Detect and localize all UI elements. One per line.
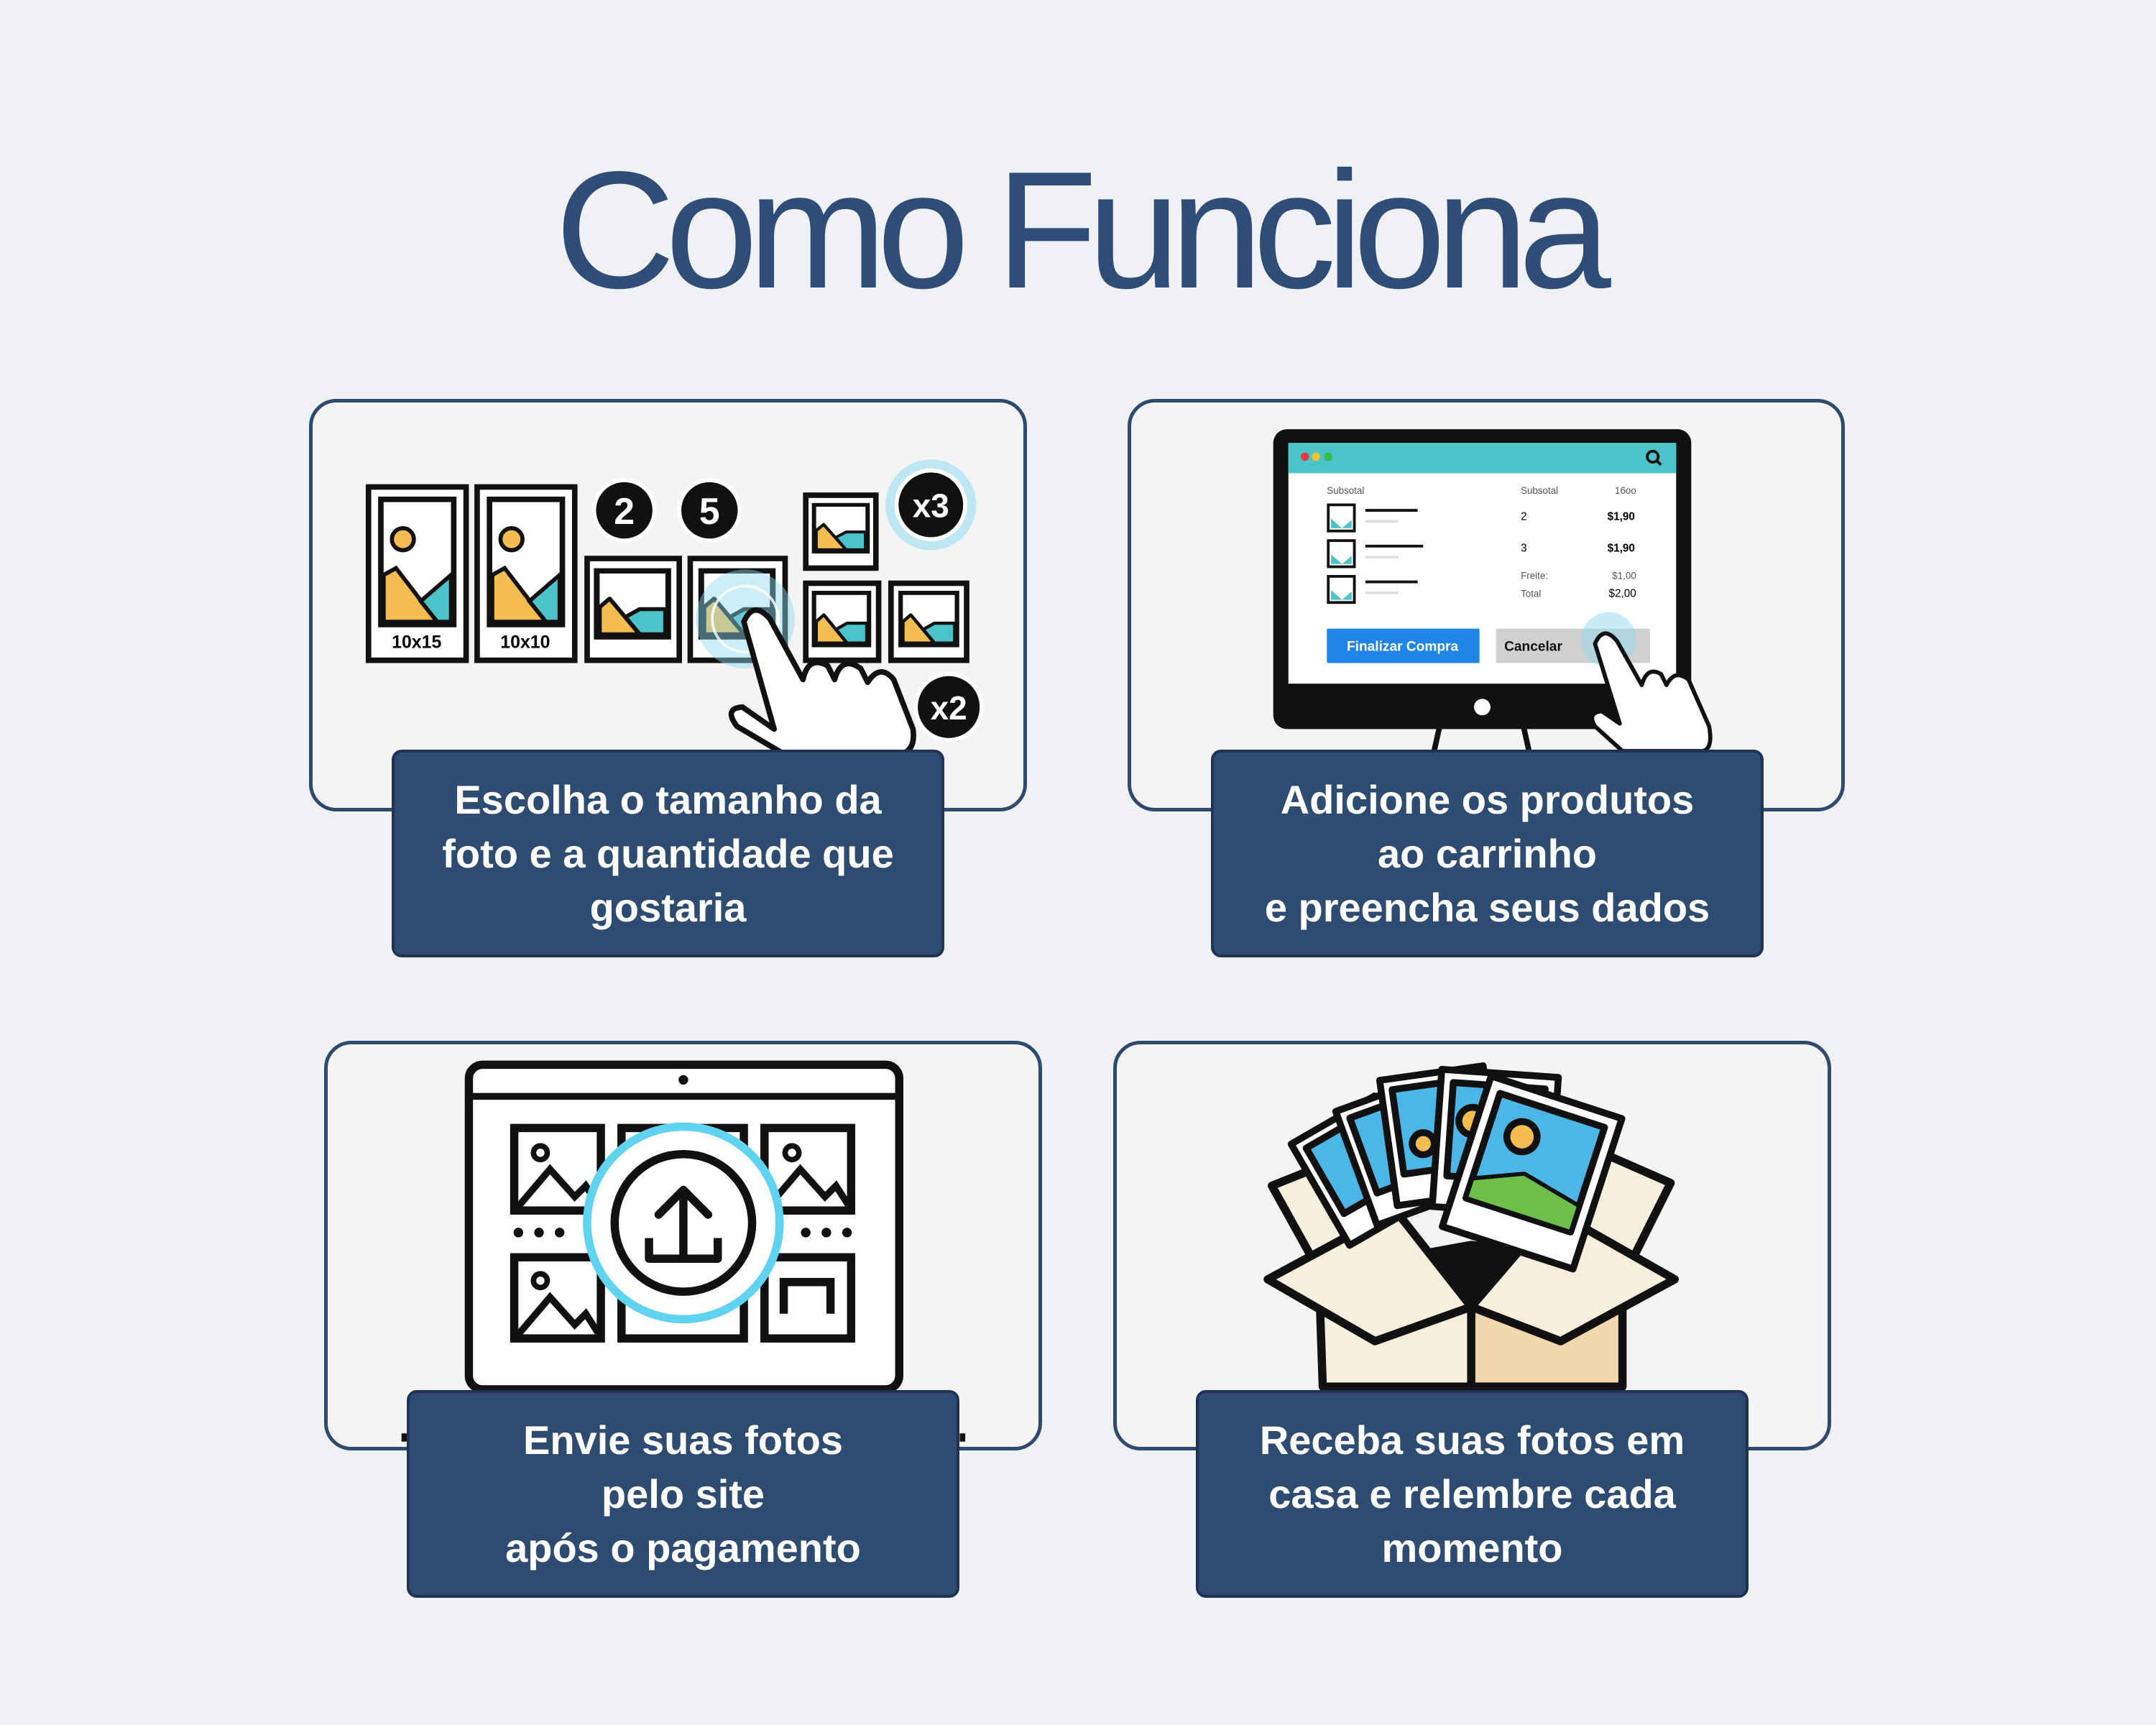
- finalize-purchase-button[interactable]: Finalizar Compra: [1327, 628, 1480, 663]
- label-line: gostaria: [589, 885, 747, 930]
- label-line: casa e relembre cada: [1268, 1471, 1676, 1517]
- label-line: foto e a quantidade que: [442, 831, 894, 876]
- step3-illustration: [401, 1060, 966, 1442]
- step-label-upload-photos: Envie suas fotos pelo site após o pagame…: [407, 1390, 959, 1598]
- quantity-badge: 2: [614, 490, 635, 532]
- label-line: após o pagamento: [505, 1525, 861, 1570]
- step-label-choose-size: Escolha o tamanho da foto e a quantidade…: [392, 750, 944, 957]
- total-label: Total: [1521, 589, 1541, 599]
- shipping-label: Freite:: [1521, 571, 1548, 581]
- step-label-add-to-cart: Adicione os produtos ao carrinho e preen…: [1211, 750, 1764, 957]
- cart-header: 16oo: [1615, 485, 1636, 496]
- page-title: Como Funciona: [555, 137, 1611, 323]
- item-price: $1,90: [1608, 510, 1635, 523]
- label-line: Envie suas fotos: [522, 1417, 844, 1463]
- step1-illustration: 10x15 10x10 2 5 x3 x2: [365, 459, 984, 757]
- label-line: momento: [1381, 1525, 1563, 1570]
- photo-icon: 10x15: [365, 484, 469, 663]
- cart-header: Subsotal: [1327, 485, 1364, 496]
- upload-icon[interactable]: [583, 1122, 784, 1324]
- label-line: Adicione os produtos: [1280, 777, 1695, 822]
- search-icon[interactable]: [1646, 449, 1662, 466]
- button-label: Finalizar Compra: [1347, 639, 1458, 654]
- label-line: pelo site: [601, 1471, 765, 1517]
- photo-icon: 10x10: [474, 484, 578, 663]
- size-label: 10x10: [500, 632, 550, 652]
- size-label: 10x15: [392, 632, 441, 652]
- total-value: $2,00: [1609, 588, 1636, 600]
- label-line: Escolha o tamanho da: [454, 777, 882, 822]
- shipping-value: $1,00: [1612, 571, 1636, 581]
- step4-illustration: [1263, 1062, 1680, 1391]
- label-line: Receba suas fotos em: [1259, 1417, 1685, 1463]
- quantity-badge: 5: [699, 490, 720, 532]
- pointing-hand-icon: [728, 607, 916, 757]
- item-qty: 2: [1521, 510, 1527, 523]
- item-qty: 3: [1521, 542, 1527, 554]
- cart-item-thumbnails: [1327, 503, 1424, 604]
- multiplier-badge: x2: [931, 689, 967, 727]
- multiplier-badge: x3: [913, 487, 949, 525]
- step-label-receive-photos: Receba suas fotos em casa e relembre cad…: [1196, 1390, 1749, 1598]
- step2-illustration: Subsotal Subsotal 16oo 2 $1,90 3 $1,90 F…: [1273, 429, 1713, 753]
- label-line: ao carrinho: [1378, 831, 1597, 876]
- label-line: e preencha seus dados: [1264, 885, 1710, 930]
- cart-header: Subsotal: [1521, 485, 1558, 496]
- polaroid-photos-icon: [1287, 1062, 1626, 1273]
- pointing-hand-icon: [1590, 631, 1713, 753]
- item-price: $1,90: [1608, 542, 1635, 554]
- button-label: Cancelar: [1504, 639, 1562, 654]
